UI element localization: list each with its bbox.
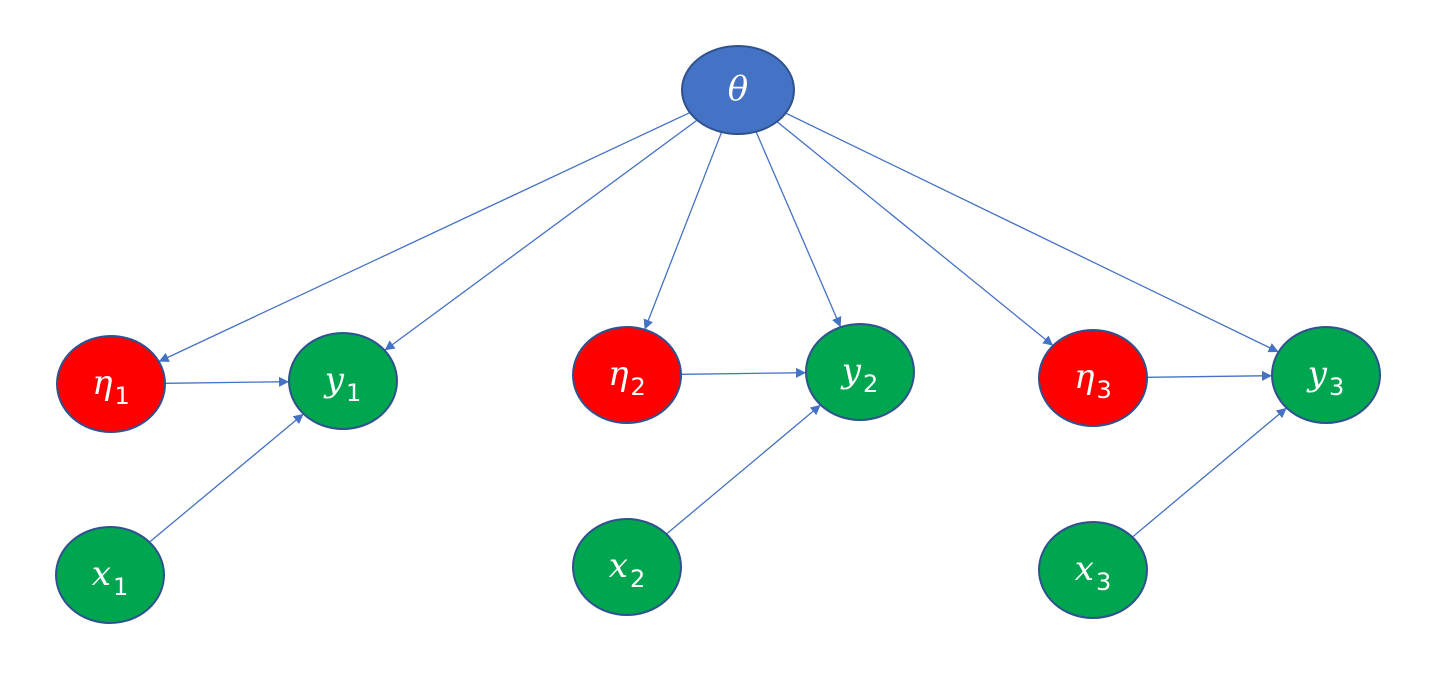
node-eta1-symbol: η <box>92 363 113 403</box>
edge-theta-to-y1 <box>384 119 698 351</box>
node-eta2-circle <box>572 326 682 424</box>
node-x2: x2 <box>572 518 682 616</box>
edge-eta2-to-y2 <box>680 367 807 378</box>
node-x1: x1 <box>55 526 165 624</box>
node-y1: y1 <box>288 332 398 430</box>
node-y2-label: y2 <box>840 351 879 398</box>
node-theta-circle <box>681 45 795 135</box>
node-x1-subscript: 1 <box>113 573 128 601</box>
edge-x2-to-y2 <box>665 404 822 535</box>
node-y2-symbol: y <box>840 351 862 391</box>
edge-theta-to-y3 <box>785 112 1279 353</box>
node-y2-circle <box>805 323 915 421</box>
edge-eta3-to-y3 <box>1146 370 1273 381</box>
node-eta2-label: η2 <box>608 354 646 401</box>
node-eta2: η2 <box>572 326 682 424</box>
node-eta1-subscript: 1 <box>115 382 130 410</box>
node-x2-circle <box>572 518 682 616</box>
node-eta1-circle <box>56 335 166 433</box>
node-x3-label: x3 <box>1075 549 1111 596</box>
node-x1-symbol: x <box>92 554 111 594</box>
node-eta1-label: η1 <box>92 363 130 410</box>
node-y1-subscript: 1 <box>346 379 361 407</box>
node-y2: y2 <box>805 323 915 421</box>
node-x2-label: x2 <box>609 546 645 593</box>
edge-eta1-to-y1 <box>164 376 290 387</box>
edges <box>148 111 1288 543</box>
node-eta3-circle <box>1038 329 1148 427</box>
edge-x3-to-y3 <box>1131 407 1288 538</box>
node-y3-symbol: y <box>1306 354 1328 394</box>
node-x3-circle <box>1038 521 1148 619</box>
node-y1-label: y1 <box>323 360 362 407</box>
node-x3: x3 <box>1038 521 1148 619</box>
node-x2-symbol: x <box>609 546 628 586</box>
node-eta3-subscript: 3 <box>1097 376 1112 404</box>
node-eta1: η1 <box>56 335 166 433</box>
edge-theta-to-eta3 <box>776 121 1054 347</box>
node-y3-subscript: 3 <box>1329 373 1344 401</box>
node-y2-subscript: 2 <box>863 370 878 398</box>
node-y3-label: y3 <box>1306 354 1345 401</box>
node-y1-circle <box>288 332 398 430</box>
node-x3-subscript: 3 <box>1096 568 1111 596</box>
node-x1-label: x1 <box>92 554 128 601</box>
node-x3-symbol: x <box>1075 549 1094 589</box>
node-eta3-symbol: η <box>1074 357 1095 397</box>
node-x2-subscript: 2 <box>630 565 645 593</box>
edge-x1-to-y1 <box>148 413 305 543</box>
node-theta-label: θ <box>728 69 748 109</box>
node-y3-circle <box>1271 326 1381 424</box>
node-eta2-subscript: 2 <box>631 373 646 401</box>
node-y1-symbol: y <box>323 360 345 400</box>
node-eta2-symbol: η <box>608 354 629 394</box>
node-x1-circle <box>55 526 165 624</box>
edge-theta-to-eta2 <box>643 131 723 330</box>
node-eta3: η3 <box>1038 329 1148 427</box>
node-theta: θ <box>681 45 795 135</box>
edge-theta-to-y2 <box>755 131 842 328</box>
node-theta-symbol: θ <box>728 69 748 109</box>
edge-theta-to-eta1 <box>158 111 691 363</box>
node-y3: y3 <box>1271 326 1381 424</box>
node-eta3-label: η3 <box>1074 357 1112 404</box>
